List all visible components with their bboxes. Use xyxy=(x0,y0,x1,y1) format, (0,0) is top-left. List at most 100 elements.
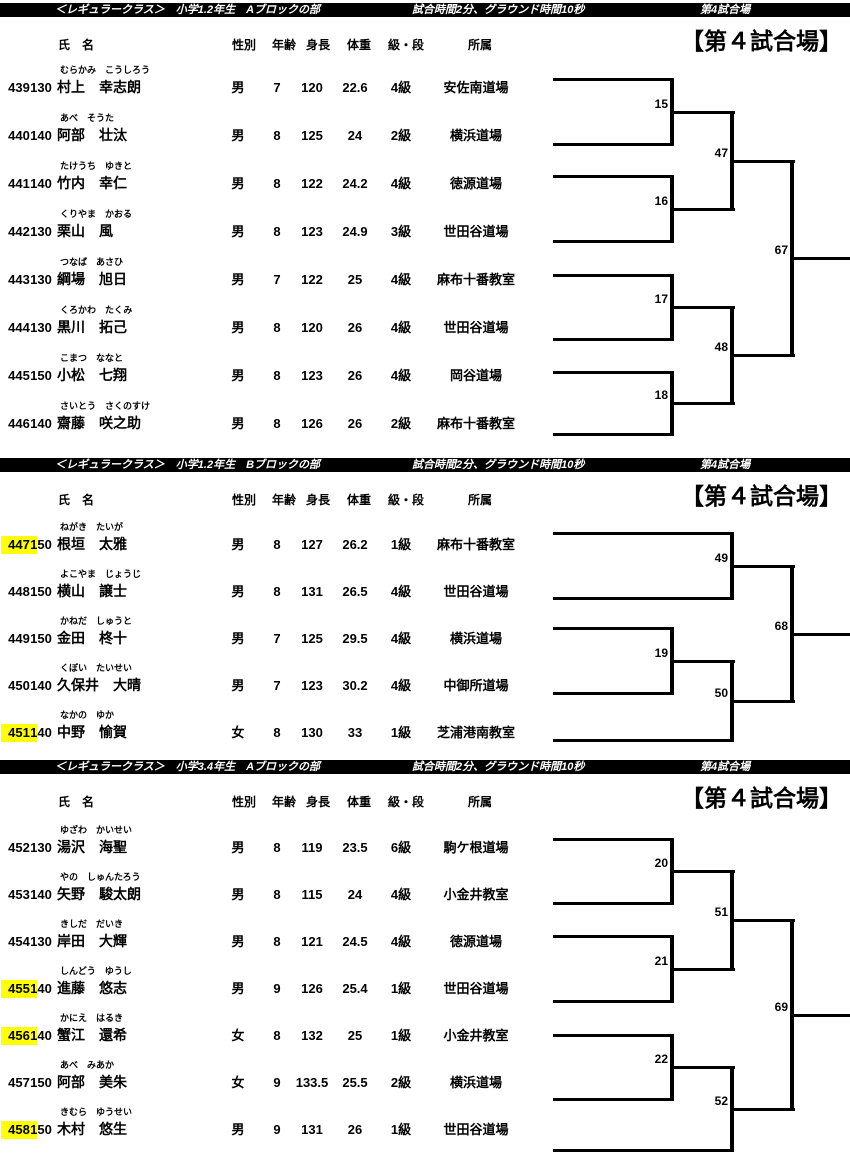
match-number: 49 xyxy=(714,551,728,565)
row-class: 140 xyxy=(30,416,52,431)
row-rank: 1級 xyxy=(390,725,412,740)
match-rules-label: 試合時間2分、グラウンド時間10秒 xyxy=(412,459,585,471)
column-header: 年齢 xyxy=(271,38,297,52)
row-name: 湯沢 海聖 xyxy=(57,839,127,855)
row-weight: 26 xyxy=(347,320,363,335)
row-club: 横浜道場 xyxy=(449,631,502,646)
row-age: 8 xyxy=(273,887,281,902)
row-rank: 2級 xyxy=(390,416,412,431)
row-club: 世田谷道場 xyxy=(443,1122,509,1137)
column-header: 身長 xyxy=(305,493,331,507)
row-class: 130 xyxy=(30,224,52,239)
row-rank: 4級 xyxy=(390,934,412,949)
row-age: 7 xyxy=(273,80,281,95)
row-sex: 女 xyxy=(231,725,245,740)
court-label: 第4試合場 xyxy=(700,459,751,471)
bracket-entry-line xyxy=(553,739,734,742)
row-age: 8 xyxy=(273,128,281,143)
court-label: 第4試合場 xyxy=(700,761,751,773)
column-header: 性別 xyxy=(231,493,257,507)
row-name: 金田 柊十 xyxy=(57,630,127,646)
bracket-entry-line xyxy=(553,143,674,146)
row-height: 125 xyxy=(301,128,323,143)
row-class: 140 xyxy=(30,678,52,693)
column-header: 性別 xyxy=(231,795,257,809)
row-number: 448 xyxy=(8,584,30,599)
bracket-out-line xyxy=(671,208,735,211)
row-name: 木村 悠生 xyxy=(57,1121,127,1137)
row-kana: こまつ ななと xyxy=(60,353,124,363)
row-name: 進藤 悠志 xyxy=(57,980,127,996)
section-header-bar: ＜レギュラークラス＞ 小学3.4年生 Aブロックの部試合時間2分、グラウンド時間… xyxy=(0,760,850,774)
row-number: 442 xyxy=(8,224,30,239)
row-class: 130 xyxy=(30,934,52,949)
column-header: 所属 xyxy=(467,493,493,507)
row-number: 445 xyxy=(8,368,30,383)
row-sex: 男 xyxy=(231,128,245,143)
row-age: 9 xyxy=(273,981,281,996)
row-age: 8 xyxy=(273,176,281,191)
row-club: 麻布十番教室 xyxy=(436,272,515,287)
row-name: 阿部 壮汰 xyxy=(57,127,127,143)
row-club: 芝浦港南教室 xyxy=(436,725,515,740)
row-name: 根垣 太雅 xyxy=(57,536,127,552)
bracket-out-line xyxy=(731,1108,795,1111)
match-number: 50 xyxy=(714,686,728,700)
bracket-out-line xyxy=(671,306,735,309)
row-name: 栗山 風 xyxy=(57,223,113,239)
row-sex: 男 xyxy=(231,416,245,431)
column-header: 性別 xyxy=(231,38,257,52)
row-number: 446 xyxy=(8,416,30,431)
row-age: 8 xyxy=(273,584,281,599)
row-club: 中御所道場 xyxy=(443,678,509,693)
row-weight: 26.5 xyxy=(342,584,368,599)
row-kana: きしだ だいき xyxy=(60,919,124,929)
row-number: 456 xyxy=(1,1027,37,1045)
row-name: 蟹江 還希 xyxy=(57,1027,127,1043)
row-height: 123 xyxy=(301,678,323,693)
court-title: 【第４試合場】 xyxy=(681,28,842,54)
row-rank: 4級 xyxy=(390,368,412,383)
row-name: 横山 譲士 xyxy=(57,583,127,599)
row-rank: 4級 xyxy=(390,80,412,95)
match-number: 18 xyxy=(654,388,668,402)
bracket-out-line xyxy=(731,160,795,163)
row-kana: くりやま かおる xyxy=(60,209,133,219)
row-sex: 男 xyxy=(231,80,245,95)
row-number: 458 xyxy=(1,1121,37,1139)
row-rank: 3級 xyxy=(390,224,412,239)
row-number: 439 xyxy=(8,80,30,95)
row-class: 150 xyxy=(30,1122,52,1137)
row-kana: やの しゅんたろう xyxy=(60,872,141,882)
row-rank: 2級 xyxy=(390,1075,412,1090)
bracket-out-line xyxy=(671,968,735,971)
row-rank: 4級 xyxy=(390,631,412,646)
row-weight: 25.5 xyxy=(342,1075,368,1090)
row-weight: 26.2 xyxy=(342,537,368,552)
row-height: 121 xyxy=(301,934,323,949)
row-sex: 男 xyxy=(231,678,245,693)
row-name: 久保井 大晴 xyxy=(57,677,141,693)
bracket-out-line xyxy=(671,1066,735,1069)
row-kana: かねだ しゅうと xyxy=(60,616,133,626)
bracket-entry-line xyxy=(553,838,674,841)
row-number: 457 xyxy=(8,1075,30,1090)
column-header: 所属 xyxy=(467,38,493,52)
row-club: 麻布十番教室 xyxy=(436,416,515,431)
row-age: 8 xyxy=(273,320,281,335)
match-number: 15 xyxy=(654,97,668,111)
row-name: 黒川 拓己 xyxy=(57,319,127,335)
bracket-entry-line xyxy=(553,274,674,277)
row-number: 452 xyxy=(8,840,30,855)
row-kana: つなば あさひ xyxy=(60,257,124,267)
bracket-out-line xyxy=(671,870,735,873)
row-sex: 男 xyxy=(231,1122,245,1137)
row-class: 140 xyxy=(30,887,52,902)
row-weight: 23.5 xyxy=(342,840,368,855)
row-class: 130 xyxy=(30,80,52,95)
row-sex: 男 xyxy=(231,537,245,552)
row-sex: 男 xyxy=(231,320,245,335)
row-club: 世田谷道場 xyxy=(443,981,509,996)
row-number: 450 xyxy=(8,678,30,693)
